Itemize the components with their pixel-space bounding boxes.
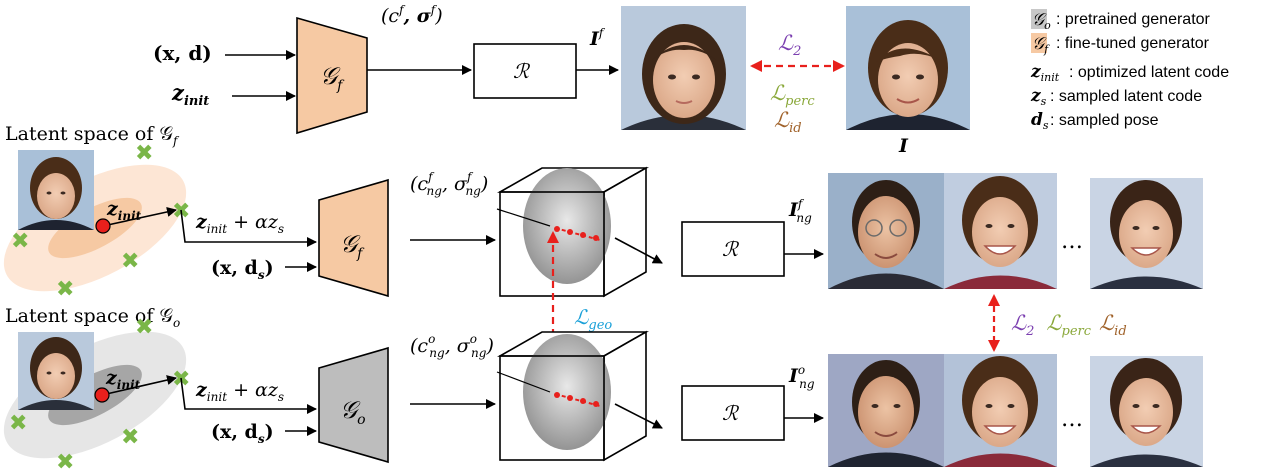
- middle-sample-marker-1: ✖: [135, 140, 153, 165]
- top-target-face-image: [846, 6, 970, 130]
- bottom-ellipsis: …: [1061, 407, 1083, 432]
- top-row: (x, d) zinit 𝒢f (cf, σf) ℛ If ℒ2 ℒperc ℒ…: [153, 3, 970, 157]
- middle-input-xd: (x, ds): [211, 257, 274, 282]
- bottom-ray-point-2: [567, 395, 573, 401]
- middle-ray-point-1: [554, 226, 560, 232]
- middle-arrow-volume-render: [614, 237, 663, 264]
- legend-text-ds: : sampled pose: [1050, 112, 1159, 129]
- bottom-bust-shape: [523, 334, 611, 450]
- bottom-ray-point-4: [593, 401, 599, 407]
- middle-latent-arrow: [102, 207, 177, 227]
- legend-text-zs: : sampled latent code: [1050, 88, 1202, 105]
- legend-text-zinit: : optimized latent code: [1069, 64, 1229, 81]
- legend-symbol-zinit: zinit: [1030, 62, 1060, 84]
- bottom-output-face-2: [944, 354, 1057, 467]
- middle-ellipsis: …: [1061, 229, 1083, 254]
- middle-volume-cube: [496, 166, 650, 298]
- top-loss-l2: ℒ2: [778, 31, 801, 59]
- legend-symbol-gf: 𝒢f: [1032, 34, 1050, 56]
- bottom-latent-arrow: [101, 375, 177, 396]
- middle-latent-inner: [48, 197, 142, 259]
- bottom-sample-marker-1: ✖: [135, 314, 153, 339]
- top-input-xd: (x, d): [153, 41, 212, 65]
- middle-output-face-3: [1090, 178, 1203, 289]
- bottom-zinit-point: [94, 387, 110, 403]
- bottom-row: Latent space of 𝒢o ✖ ✖ ✖ ✖ ✖ zinit zinit…: [3, 305, 1203, 469]
- bottom-generator-pretrained: [318, 346, 389, 464]
- middle-ray-point-4: [593, 235, 599, 241]
- middle-latent-title: Latent space of 𝒢f: [5, 123, 180, 148]
- bottom-renderer-box: [681, 385, 785, 441]
- top-renderer-box: [473, 43, 577, 99]
- bottom-sample-marker-5: ✖: [56, 449, 74, 469]
- bottom-renderer-label: ℛ: [722, 401, 740, 425]
- legend: 𝒢o : pretrained generator 𝒢f : fine-tune…: [1030, 9, 1229, 132]
- top-loss-id: ℒid: [774, 108, 802, 136]
- top-target-label: I: [898, 135, 909, 157]
- legend-text-finetuned: : fine-tuned generator: [1056, 35, 1210, 52]
- middle-zinit-point: [95, 218, 111, 234]
- middle-generator-finetuned: [318, 178, 389, 298]
- bottom-input-xd: (x, ds): [211, 421, 274, 446]
- bottom-zinit-label: zinit: [105, 367, 141, 392]
- middle-latent-face-image: [18, 150, 94, 230]
- middle-sum-label: zinit + αzs: [195, 211, 284, 236]
- legend-symbol-zs: zs: [1030, 86, 1047, 108]
- bottom-arrow-latent-gen: [180, 377, 317, 414]
- top-image-label: If: [589, 26, 606, 50]
- bottom-generator-label: 𝒢o: [340, 396, 366, 428]
- legend-swatch-pretrained: [1031, 9, 1047, 29]
- bottom-latent-title: Latent space of 𝒢o: [5, 305, 180, 330]
- top-loss-perc: ℒperc: [770, 81, 815, 109]
- legend-text-pretrained: : pretrained generator: [1056, 11, 1211, 28]
- middle-generator-label: 𝒢f: [340, 230, 365, 262]
- geo-loss-label: ℒgeo: [574, 305, 612, 333]
- legend-symbol-ds: ds: [1031, 110, 1049, 132]
- middle-zinit-label: zinit: [106, 198, 142, 223]
- middle-ray: [554, 227, 601, 241]
- top-rendered-face-image: [621, 6, 746, 130]
- middle-renderer-box: [681, 221, 785, 277]
- bottom-output-face-3: [1090, 356, 1203, 467]
- middle-bust-shape: [523, 168, 611, 284]
- top-input-z: zinit: [171, 80, 209, 109]
- bottom-sum-label: zinit + αzs: [195, 379, 284, 404]
- middle-volume-pointer: [496, 208, 551, 227]
- bottom-volume-cube: [496, 330, 650, 462]
- middle-ray-point-3: [580, 232, 586, 238]
- middle-arrow-latent-gen: [180, 209, 317, 247]
- bottom-arrow-volume-render: [614, 403, 663, 429]
- bottom-ray: [554, 393, 601, 407]
- top-generator-finetuned: [296, 16, 368, 135]
- top-renderer-label: ℛ: [513, 59, 531, 83]
- middle-output-face-1: [828, 173, 944, 289]
- legend-symbol-go: 𝒢o: [1032, 10, 1051, 32]
- middle-output-face-2: [944, 173, 1057, 289]
- middle-renderer-label: ℛ: [722, 237, 740, 261]
- bottom-ray-point-1: [554, 392, 560, 398]
- middle-sample-marker-3: ✖: [11, 228, 29, 253]
- middle-ray-point-2: [567, 229, 573, 235]
- middle-row: Latent space of 𝒢f ✖ ✖ ✖ ✖ ✖ zinit zinit…: [3, 123, 1203, 301]
- bottom-ray-point-3: [580, 398, 586, 404]
- middle-sample-marker-5: ✖: [56, 276, 74, 301]
- bottom-output-face-1: [828, 354, 944, 467]
- top-output-label: (cf, σf): [381, 3, 443, 27]
- legend-swatch-finetuned: [1031, 33, 1047, 53]
- top-generator-label: 𝒢f: [320, 62, 345, 94]
- bottom-sample-marker-4: ✖: [121, 424, 139, 449]
- bottom-latent-face-image: [18, 332, 94, 410]
- middle-sample-marker-4: ✖: [121, 248, 139, 273]
- bottom-volume-pointer: [496, 371, 551, 393]
- bottom-sample-marker-3: ✖: [9, 410, 27, 435]
